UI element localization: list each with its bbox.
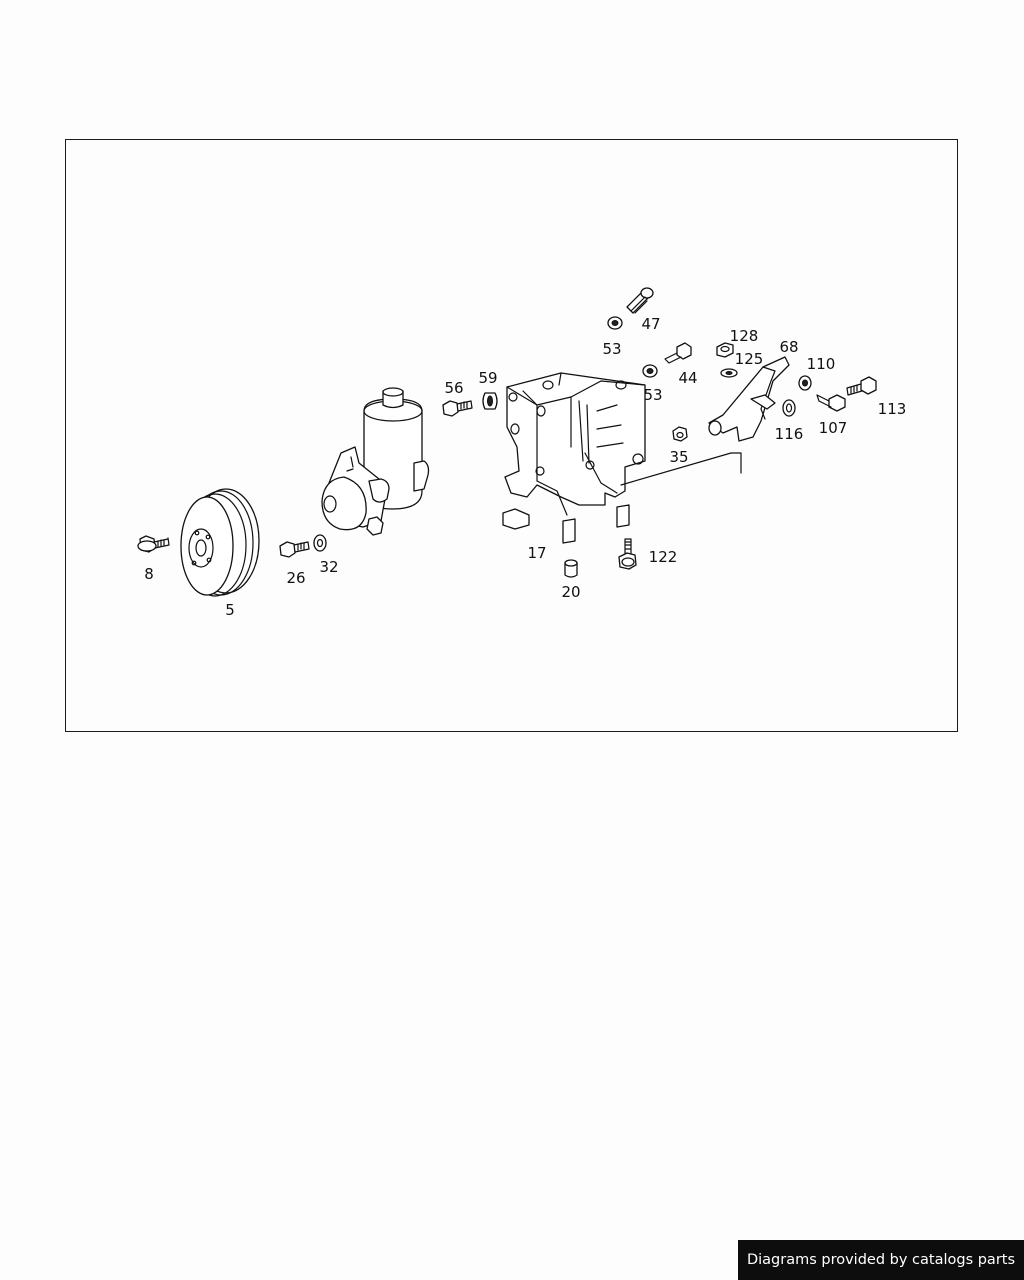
diagram-credit-badge: Diagrams provided by catalogs parts (738, 1240, 1024, 1280)
part-20-sleeve[interactable] (564, 559, 578, 578)
part-32-washer[interactable] (313, 534, 327, 552)
callout-116: 116 (775, 425, 804, 443)
callout-53-upper: 53 (602, 340, 621, 358)
callout-113: 113 (878, 400, 907, 418)
callout-35: 35 (669, 448, 688, 466)
parts-diagram-frame: 8 5 26 32 56 59 47 53 53 44 128 125 68 1… (65, 139, 958, 732)
callout-56: 56 (444, 379, 463, 397)
part-113-bolt[interactable] (846, 376, 877, 396)
callout-110: 110 (807, 355, 836, 373)
credit-text: Diagrams provided by catalogs parts (746, 1252, 1016, 1268)
part-44-bolt[interactable] (664, 342, 692, 364)
part-47-bolt[interactable] (626, 287, 654, 314)
part-35-nut[interactable] (672, 426, 688, 442)
exploded-parts-diagram: 8 5 26 32 56 59 47 53 53 44 128 125 68 1… (137, 287, 907, 619)
part-116-washer[interactable] (782, 399, 796, 417)
callout-17: 17 (527, 544, 546, 562)
callout-53-lower: 53 (643, 386, 662, 404)
part-122-bolt[interactable] (618, 538, 637, 570)
callout-47: 47 (641, 315, 660, 333)
callout-26: 26 (286, 569, 305, 587)
callout-59: 59 (478, 369, 497, 387)
part-107-bolt[interactable] (816, 394, 846, 412)
part-53-washer-lower[interactable] (642, 364, 658, 378)
part-110-washer[interactable] (798, 375, 812, 391)
callout-44: 44 (678, 369, 697, 387)
callout-68: 68 (779, 338, 798, 356)
part-53-washer-upper[interactable] (607, 316, 623, 330)
callout-20: 20 (561, 583, 580, 601)
part-17-mounting-bracket[interactable] (502, 372, 742, 544)
callout-8: 8 (144, 565, 154, 583)
part-8-bolt[interactable] (137, 535, 170, 553)
part-68-tensioner-arm[interactable] (708, 356, 790, 442)
callout-32: 32 (319, 558, 338, 576)
part-5-pulley[interactable] (180, 488, 260, 597)
power-steering-pump[interactable] (321, 387, 430, 536)
callout-125: 125 (735, 350, 764, 368)
part-59-washer[interactable] (482, 392, 498, 410)
part-125-washer[interactable] (720, 368, 738, 378)
callout-107: 107 (819, 419, 848, 437)
callout-5: 5 (225, 601, 235, 619)
part-56-bolt[interactable] (442, 400, 473, 417)
callout-128: 128 (730, 327, 759, 345)
part-26-bolt[interactable] (279, 541, 310, 558)
part-128-nut[interactable] (716, 342, 734, 358)
callout-122: 122 (649, 548, 678, 566)
